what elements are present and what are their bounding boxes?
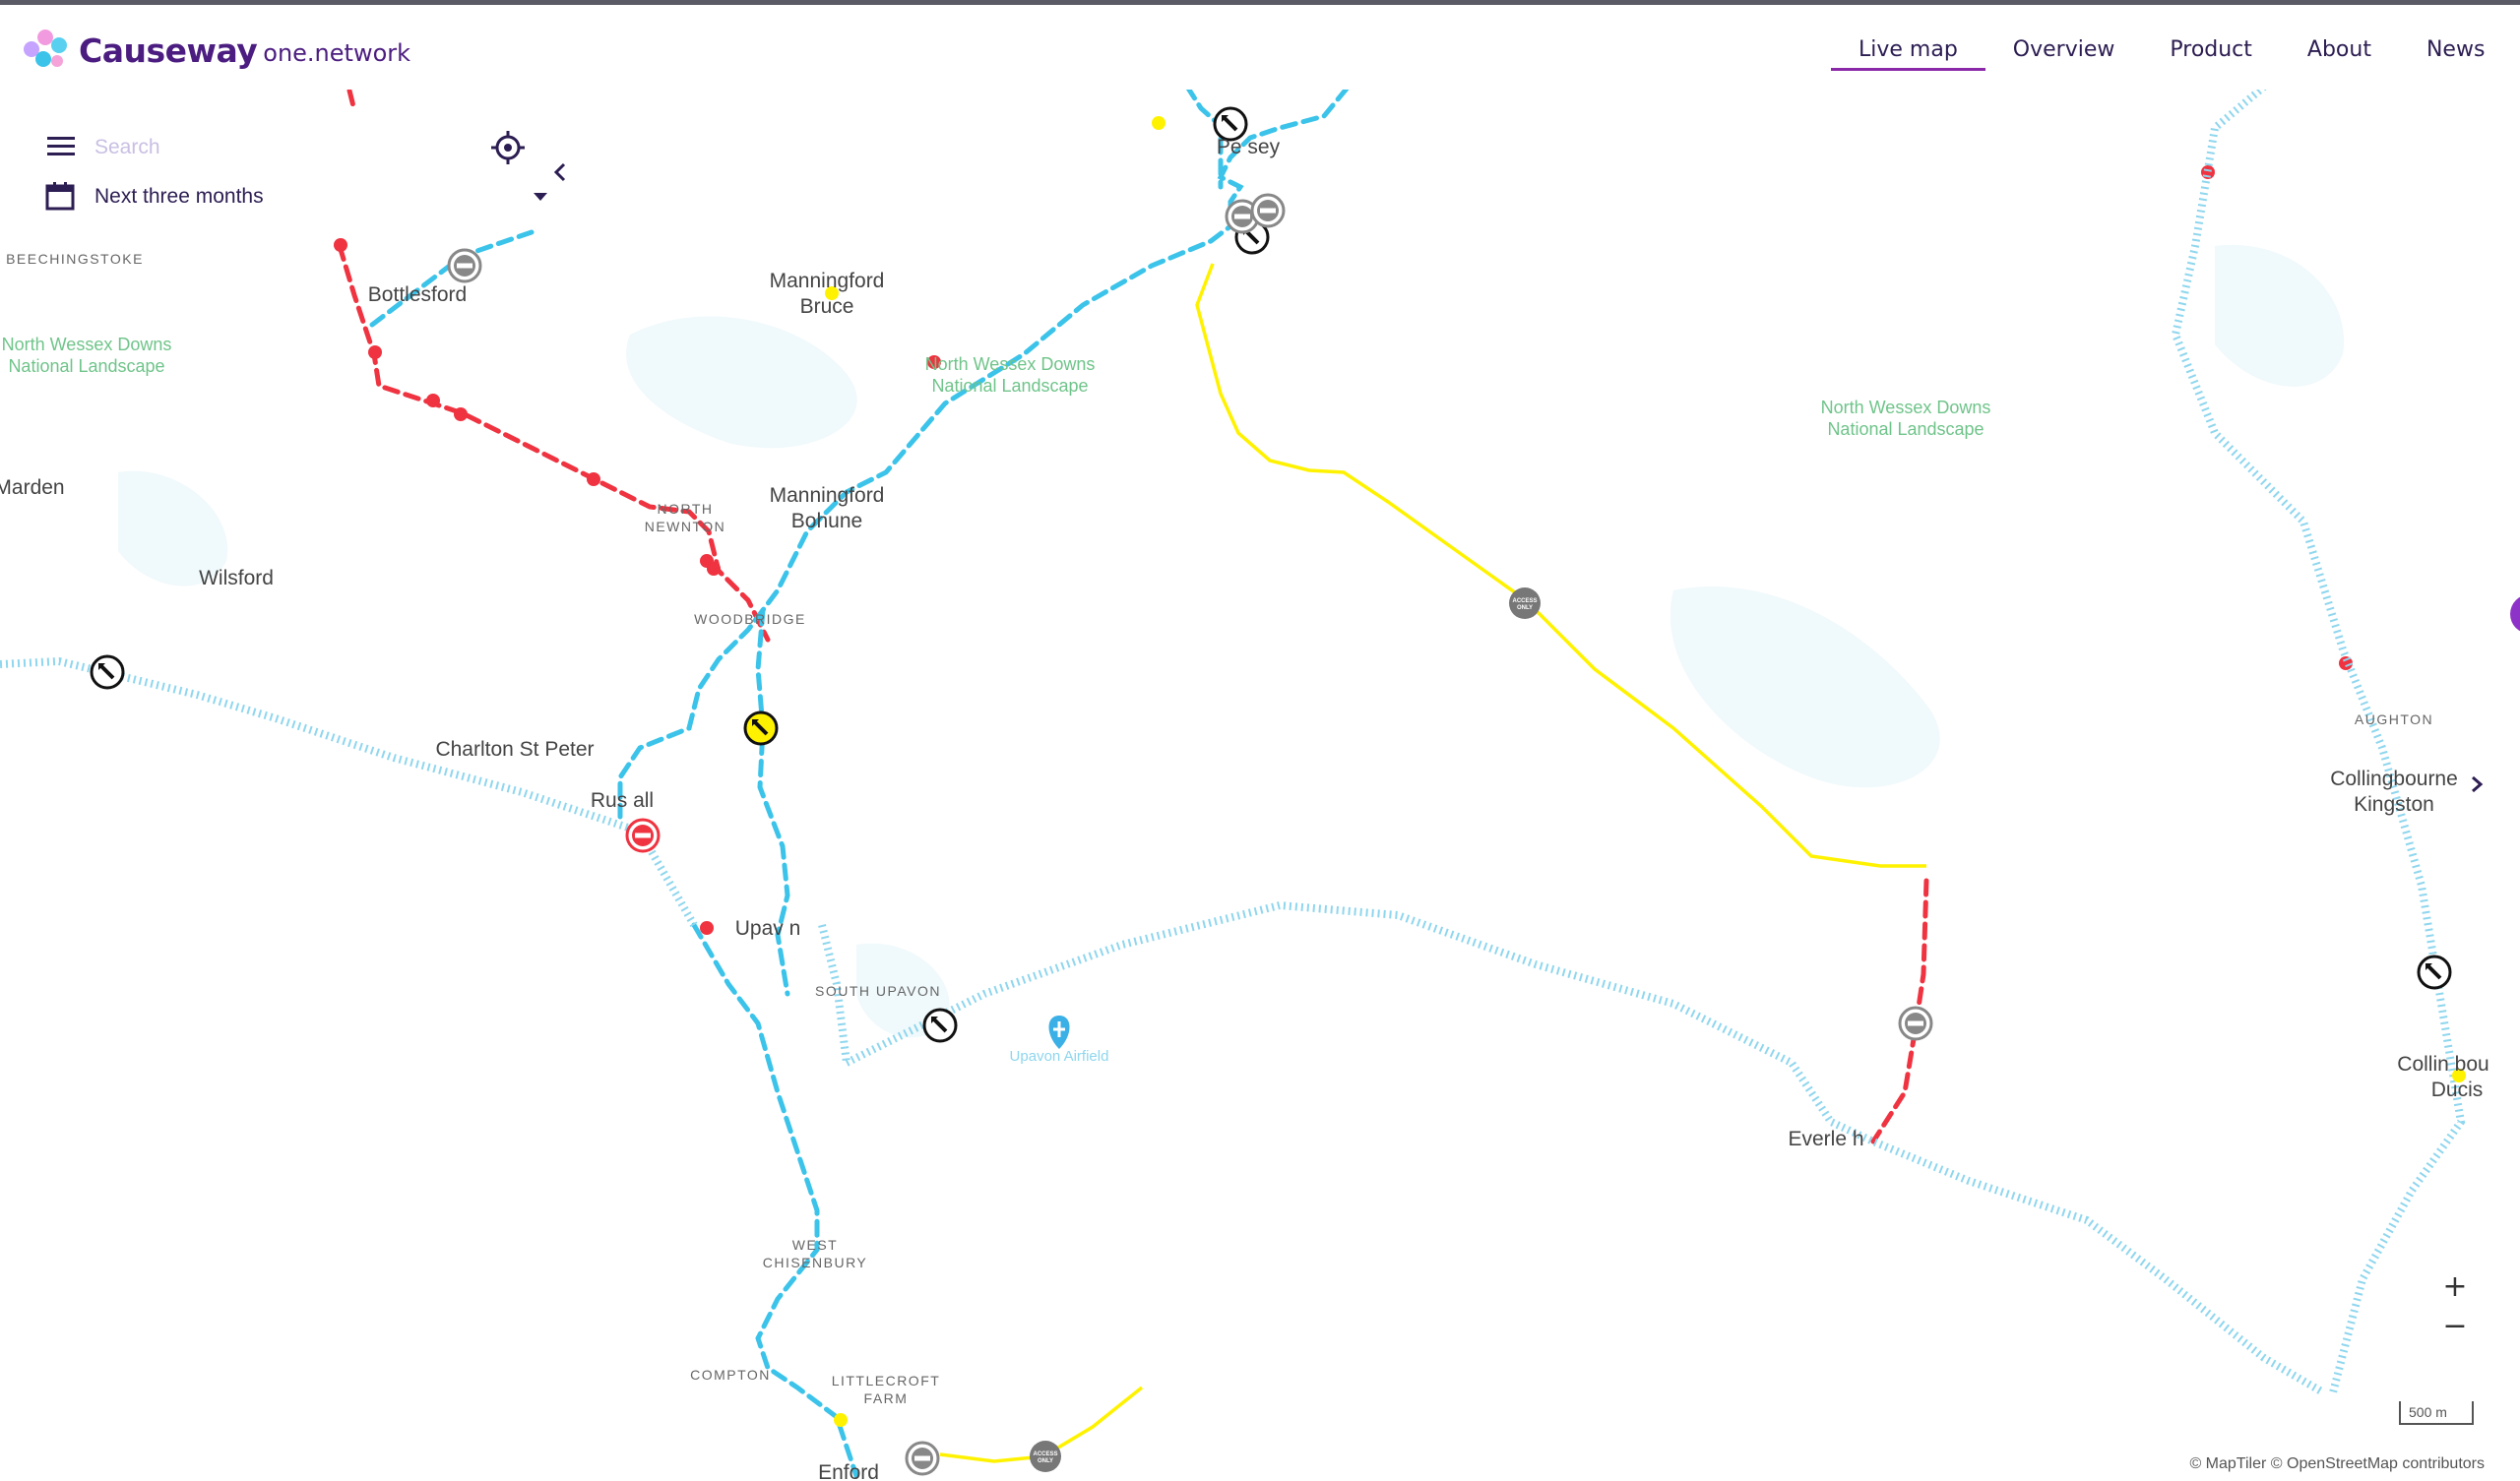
place-label: Ducis [2431, 1079, 2484, 1101]
place-label: Collingbourne [2330, 768, 2458, 790]
hamlet-label: CHISENBURY [763, 1255, 868, 1270]
hamlet-label: AUGHTON [2355, 711, 2433, 727]
park-label: National Landscape [8, 356, 164, 376]
no-entry-icon [1898, 1006, 1933, 1041]
place-label: Manningford [770, 270, 885, 292]
hamlet-label: FARM [864, 1390, 909, 1406]
chevron-down-icon [534, 193, 547, 201]
roadworks-markers[interactable] [90, 106, 2452, 1043]
place-label: Rus all [591, 789, 654, 812]
nav-overview[interactable]: Overview [2012, 37, 2115, 62]
roadworks-icon [2417, 955, 2452, 990]
place-label: Enford [818, 1461, 879, 1481]
nav-product[interactable]: Product [2170, 37, 2252, 62]
date-range-value: Next three months [94, 185, 264, 208]
search-panel: Next three months [30, 118, 581, 226]
maptiler-link[interactable]: © MapTiler [2189, 1455, 2267, 1472]
main-nav: Live map Overview Product About News [1831, 32, 2512, 71]
park-label: North Wessex Downs [925, 354, 1096, 374]
place-label: Upav n [735, 917, 801, 940]
access-only-icon [1509, 587, 1541, 619]
chevron-right-icon[interactable] [2465, 770, 2488, 799]
zoom-out-button[interactable]: − [2442, 1309, 2468, 1343]
site-header: Causeway one.network Live map Overview P… [0, 5, 2520, 90]
no-entry-icon [1250, 193, 1286, 228]
diversion-route-upavon [755, 607, 790, 997]
access-only-icon [1030, 1441, 1061, 1472]
place-label: Kingston [2354, 793, 2434, 816]
roadworks-icon [90, 654, 125, 690]
park-label: North Wessex Downs [1821, 398, 1991, 417]
brand-name: Causeway [79, 31, 258, 70]
date-range-select[interactable]: Next three months [94, 181, 547, 213]
no-entry-icon [625, 818, 661, 853]
roadworks-icon [922, 1008, 958, 1043]
place-label: Charlton St Peter [435, 738, 594, 761]
openstreetmap-link[interactable]: © OpenStreetMap contributors [2270, 1455, 2485, 1472]
top-border [0, 0, 2520, 5]
nav-about[interactable]: About [2306, 37, 2371, 62]
place-label: Manningford [770, 484, 885, 507]
diversion-route-south [691, 922, 859, 1479]
logo[interactable]: Causeway one.network [22, 27, 410, 74]
diversion-route-pewsey [1184, 84, 1224, 190]
airfield-label: Upavon Airfield [1010, 1048, 1109, 1065]
nav-live-map[interactable]: Live map [1831, 32, 1985, 71]
park-label: National Landscape [931, 376, 1088, 396]
scale-bar: 500 m [2399, 1401, 2474, 1425]
hamlet-label: WEST [792, 1237, 838, 1253]
airport-icon [1048, 1016, 1070, 1049]
terrain-shading [118, 244, 2345, 1038]
park-label: National Landscape [1827, 419, 1984, 439]
hamlet-label: NEWNTON [645, 519, 726, 534]
park-label: North Wessex Downs [2, 335, 172, 354]
closure-points[interactable] [334, 165, 2353, 935]
hamlet-label: BEECHINGSTOKE [6, 251, 144, 267]
calendar-icon [45, 182, 75, 211]
place-label: Bohune [791, 510, 862, 532]
hamlet-label: WOODBRIDGE [694, 611, 806, 627]
search-input[interactable] [93, 130, 471, 165]
no-entry-icon [905, 1441, 940, 1476]
place-label: Collin bou [2397, 1053, 2488, 1076]
map-attribution: © MapTiler © OpenStreetMap contributors [2189, 1455, 2485, 1473]
hamlet-label: LITTLECROFT [832, 1373, 941, 1388]
place-label: Marden [0, 476, 65, 499]
place-label: Pe sey [1217, 136, 1281, 158]
hamlet-label: COMPTON [690, 1367, 771, 1383]
restriction-routes[interactable] [939, 263, 1926, 1463]
roadworks-icon [743, 710, 779, 746]
brand-subtitle: one.network [263, 39, 411, 67]
hamlet-label: SOUTH UPAVON [815, 983, 941, 999]
place-label: Bottlesford [368, 283, 467, 306]
place-label: Wilsford [199, 567, 274, 589]
no-entry-icon [447, 248, 482, 283]
crosshair-icon[interactable] [490, 130, 526, 165]
restriction-route-main [1195, 263, 1926, 868]
causeway-logo-icon [24, 30, 67, 67]
place-labels: Pe sey Manningford Bruce Manningford Boh… [0, 136, 2489, 1481]
chevron-left-icon[interactable] [546, 157, 576, 187]
place-label: Bruce [800, 295, 854, 318]
nav-news[interactable]: News [2426, 37, 2486, 62]
hamlet-label: NORTH [657, 501, 713, 517]
restriction-points[interactable] [825, 116, 2466, 1427]
user-avatar[interactable] [2510, 594, 2520, 634]
menu-icon[interactable] [47, 136, 75, 157]
zoom-in-button[interactable]: + [2442, 1269, 2468, 1304]
place-label: Everle h [1788, 1128, 1863, 1150]
